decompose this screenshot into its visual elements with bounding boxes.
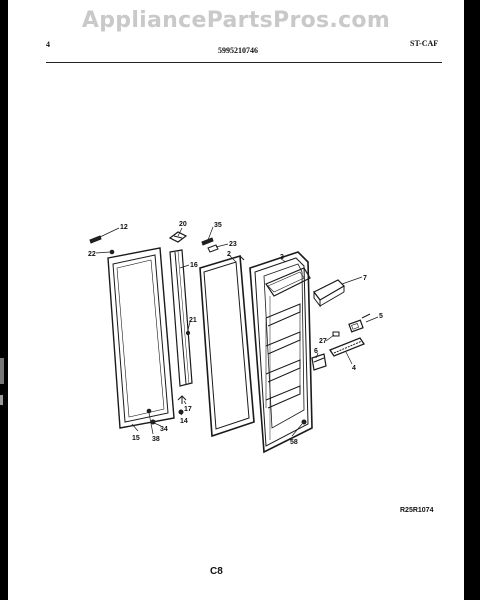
callout-7: 7 xyxy=(363,275,367,282)
part-screw-bottom xyxy=(301,419,307,425)
part-side-strip xyxy=(169,249,193,387)
callout-3: 3 xyxy=(280,254,284,261)
callout-21: 21 xyxy=(189,317,197,324)
callout-2: 2 xyxy=(227,251,231,258)
callout-38: 38 xyxy=(152,436,160,443)
part-inner-door xyxy=(249,251,313,454)
header-section-code: ST-CAF xyxy=(410,39,439,48)
part-stop-pin xyxy=(177,395,187,404)
part-clip xyxy=(332,331,340,337)
part-door-gasket xyxy=(107,247,175,429)
page-code: C8 xyxy=(210,566,223,577)
scan-edge-mark xyxy=(0,358,4,384)
callout-15: 15 xyxy=(132,435,140,442)
callout-16: 16 xyxy=(190,262,198,269)
part-shelf-rail xyxy=(313,279,345,308)
part-plug-small xyxy=(185,330,191,336)
callout-14: 14 xyxy=(180,418,188,425)
callout-22: 22 xyxy=(88,251,96,258)
callout-labels: 12 22 20 35 23 16 2 3 21 7 5 27 6 4 17 1… xyxy=(88,221,383,446)
callout-58: 58 xyxy=(290,439,298,446)
callout-35: 35 xyxy=(214,222,222,229)
callout-12: 12 xyxy=(120,224,128,231)
diagram-reference-code: R25R1074 xyxy=(400,507,434,514)
callout-27: 27 xyxy=(319,338,327,345)
callout-17: 17 xyxy=(184,406,192,413)
callout-6: 6 xyxy=(314,348,318,355)
part-top-bracket xyxy=(168,231,188,243)
part-plug xyxy=(146,408,152,414)
part-door-liner xyxy=(199,254,255,438)
callout-23: 23 xyxy=(229,241,237,248)
exploded-parts-diagram: 12 22 20 35 23 16 2 3 21 7 5 27 6 4 17 1… xyxy=(88,221,383,454)
part-hinge-pin xyxy=(89,235,102,244)
header-model-number: 5995210746 xyxy=(218,46,258,55)
part-washer xyxy=(178,409,184,415)
leader-lines xyxy=(95,226,379,437)
watermark: AppliancePartsPros.com xyxy=(81,8,391,33)
header-rule xyxy=(46,62,442,63)
part-screw xyxy=(201,237,214,246)
part-latch xyxy=(348,313,371,333)
callout-5: 5 xyxy=(379,313,383,320)
callout-20: 20 xyxy=(179,221,187,228)
part-rivet xyxy=(109,249,115,255)
diagram-page: AppliancePartsPros.com 4 5995210746 ST-C… xyxy=(8,0,464,600)
scan-edge-mark xyxy=(0,395,3,405)
callout-4: 4 xyxy=(352,365,356,372)
part-handle-bar xyxy=(329,337,365,357)
part-spacer xyxy=(207,244,219,253)
callout-34: 34 xyxy=(160,426,168,433)
part-hinge xyxy=(311,353,327,371)
header-page-number: 4 xyxy=(46,40,50,49)
